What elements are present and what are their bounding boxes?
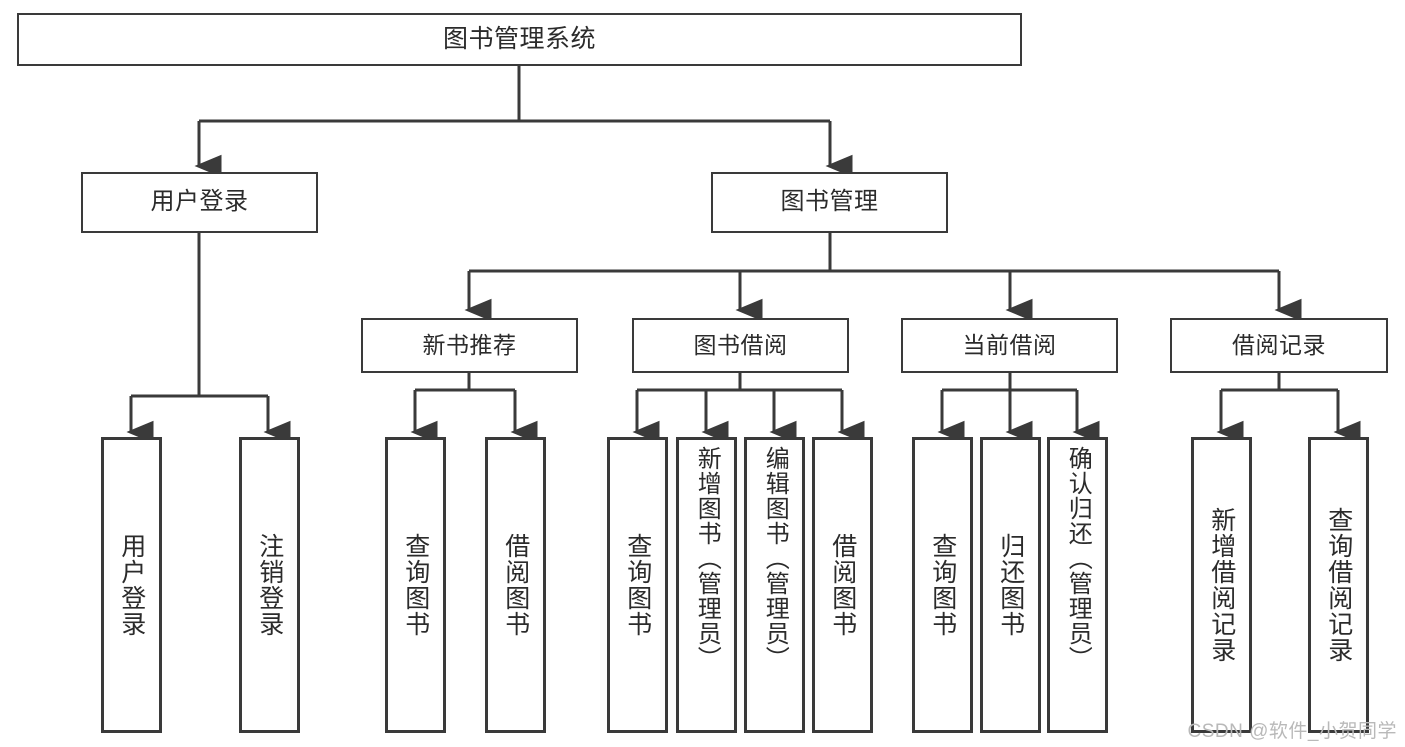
leaf-query-book-current-label: 查询图书 — [928, 533, 957, 637]
leaf-query-book-current[interactable]: 查询图书 — [912, 437, 973, 733]
node-root[interactable]: 图书管理系统 — [17, 13, 1022, 66]
leaf-add-book-admin[interactable]: 新增图书（管理员） — [676, 437, 737, 733]
leaf-return-book-label: 归还图书 — [996, 533, 1025, 637]
leaf-borrow-book-recommend-label: 借阅图书 — [501, 533, 530, 637]
leaf-query-borrow-record-label: 查询借阅记录 — [1324, 507, 1353, 663]
node-book-borrow-label: 图书借阅 — [693, 331, 788, 358]
node-borrow-record-label: 借阅记录 — [1232, 331, 1326, 358]
leaf-confirm-return-admin-label: 确认归还（管理员） — [1064, 446, 1092, 671]
leaf-query-book-borrow-label: 查询图书 — [623, 533, 652, 637]
leaf-return-book[interactable]: 归还图书 — [980, 437, 1041, 733]
node-current-borrow-label: 当前借阅 — [962, 331, 1057, 358]
node-new-book-recommend[interactable]: 新书推荐 — [361, 318, 578, 373]
leaf-query-book-recommend[interactable]: 查询图书 — [385, 437, 446, 733]
leaf-borrow-book[interactable]: 借阅图书 — [812, 437, 873, 733]
leaf-borrow-book-label: 借阅图书 — [828, 533, 857, 637]
node-new-book-recommend-label: 新书推荐 — [422, 331, 517, 358]
node-borrow-record[interactable]: 借阅记录 — [1170, 318, 1388, 373]
leaf-user-login[interactable]: 用户登录 — [101, 437, 162, 733]
leaf-add-borrow-record-label: 新增借阅记录 — [1207, 507, 1236, 663]
node-user-login-label: 用户登录 — [150, 188, 249, 216]
leaf-edit-book-admin-label: 编辑图书（管理员） — [761, 446, 789, 671]
watermark-text: CSDN @软件_小贺同学 — [1187, 721, 1397, 742]
leaf-user-logout[interactable]: 注销登录 — [239, 437, 300, 733]
leaf-confirm-return-admin[interactable]: 确认归还（管理员） — [1047, 437, 1108, 733]
leaf-query-book-borrow[interactable]: 查询图书 — [607, 437, 668, 733]
leaf-user-logout-label: 注销登录 — [255, 533, 284, 637]
leaf-add-book-admin-label: 新增图书（管理员） — [693, 446, 721, 671]
node-book-management[interactable]: 图书管理 — [711, 172, 948, 233]
leaf-borrow-book-recommend[interactable]: 借阅图书 — [485, 437, 546, 733]
node-user-login[interactable]: 用户登录 — [81, 172, 318, 233]
leaf-add-borrow-record[interactable]: 新增借阅记录 — [1191, 437, 1252, 733]
node-root-label: 图书管理系统 — [442, 24, 596, 53]
leaf-edit-book-admin[interactable]: 编辑图书（管理员） — [744, 437, 805, 733]
leaf-query-book-recommend-label: 查询图书 — [401, 533, 430, 637]
node-book-management-label: 图书管理 — [780, 188, 879, 216]
leaf-query-borrow-record[interactable]: 查询借阅记录 — [1308, 437, 1369, 733]
node-book-borrow[interactable]: 图书借阅 — [632, 318, 849, 373]
node-current-borrow[interactable]: 当前借阅 — [901, 318, 1118, 373]
leaf-user-login-label: 用户登录 — [117, 533, 146, 637]
